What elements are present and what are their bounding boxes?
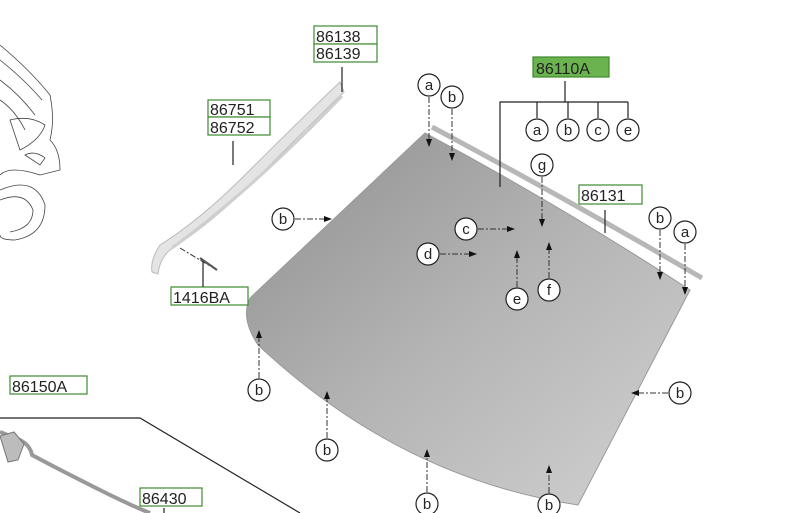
svg-text:b: b [545, 497, 553, 513]
top-molding-part [430, 124, 704, 281]
svg-text:e: e [624, 122, 632, 139]
svg-text:g: g [538, 157, 546, 174]
vehicle-outline [0, 44, 61, 241]
svg-text:d: d [424, 246, 432, 263]
svg-text:e: e [513, 291, 521, 308]
svg-text:b: b [279, 211, 287, 228]
svg-text:a: a [425, 77, 434, 94]
callout-f[interactable]: f [537, 278, 561, 302]
callout-d[interactable]: d [416, 242, 440, 266]
svg-text:86150A: 86150A [12, 379, 67, 396]
svg-text:b: b [448, 89, 456, 106]
callout-c-bracket[interactable]: c [586, 118, 610, 142]
part-label-86150A[interactable]: 86150A [9, 375, 88, 396]
callout-a-top-left[interactable]: a [417, 73, 441, 97]
callout-b-bracket[interactable]: b [556, 118, 580, 142]
part-label-86131[interactable]: 86131 [578, 184, 643, 205]
cowl-part [0, 430, 151, 513]
part-label-86430[interactable]: 86430 [139, 487, 203, 508]
part-label-86751[interactable]: 86751 [207, 99, 271, 119]
svg-text:b: b [255, 382, 263, 399]
svg-text:c: c [594, 122, 602, 139]
windshield-glass [245, 132, 691, 506]
callout-e-bracket[interactable]: e [616, 118, 640, 142]
part-label-86752[interactable]: 86752 [207, 116, 271, 137]
svg-text:86752: 86752 [210, 120, 255, 137]
svg-text:86139: 86139 [316, 46, 361, 63]
part-label-1416BA[interactable]: 1416BA [170, 286, 249, 307]
callout-c[interactable]: c [454, 217, 478, 241]
callout-a-top-right[interactable]: a [673, 220, 697, 244]
svg-text:b: b [564, 122, 572, 139]
side-molding-part [151, 81, 345, 275]
callout-b-left[interactable]: b [271, 207, 295, 231]
svg-text:86751: 86751 [210, 102, 255, 119]
part-label-86139[interactable]: 86139 [313, 43, 378, 63]
callout-g[interactable]: g [530, 153, 554, 177]
svg-text:86138: 86138 [316, 29, 361, 46]
svg-text:f: f [547, 282, 552, 299]
callout-b-bottom-right[interactable]: b [537, 493, 561, 513]
svg-text:a: a [681, 224, 690, 241]
svg-text:86131: 86131 [581, 188, 626, 205]
svg-text:86430: 86430 [142, 491, 187, 508]
part-label-86138[interactable]: 86138 [313, 25, 378, 46]
callout-b-right[interactable]: b [668, 381, 692, 405]
callout-b-top-left[interactable]: b [440, 85, 464, 109]
svg-text:b: b [323, 442, 331, 459]
svg-text:b: b [676, 385, 684, 402]
svg-text:1416BA: 1416BA [173, 290, 230, 307]
svg-text:c: c [462, 221, 470, 238]
callout-b-lower-left[interactable]: b [247, 378, 271, 402]
svg-text:a: a [533, 122, 542, 139]
callout-b-bottom[interactable]: b [415, 492, 439, 513]
callout-b-bottom-left[interactable]: b [315, 438, 339, 462]
callout-b-top-right[interactable]: b [648, 206, 672, 230]
svg-text:b: b [656, 210, 664, 227]
svg-text:b: b [423, 496, 431, 513]
svg-text:86110A: 86110A [536, 61, 590, 78]
part-label-86110A[interactable]: 86110A [532, 56, 610, 78]
callout-a-bracket[interactable]: a [525, 118, 549, 142]
callout-e[interactable]: e [505, 287, 529, 311]
